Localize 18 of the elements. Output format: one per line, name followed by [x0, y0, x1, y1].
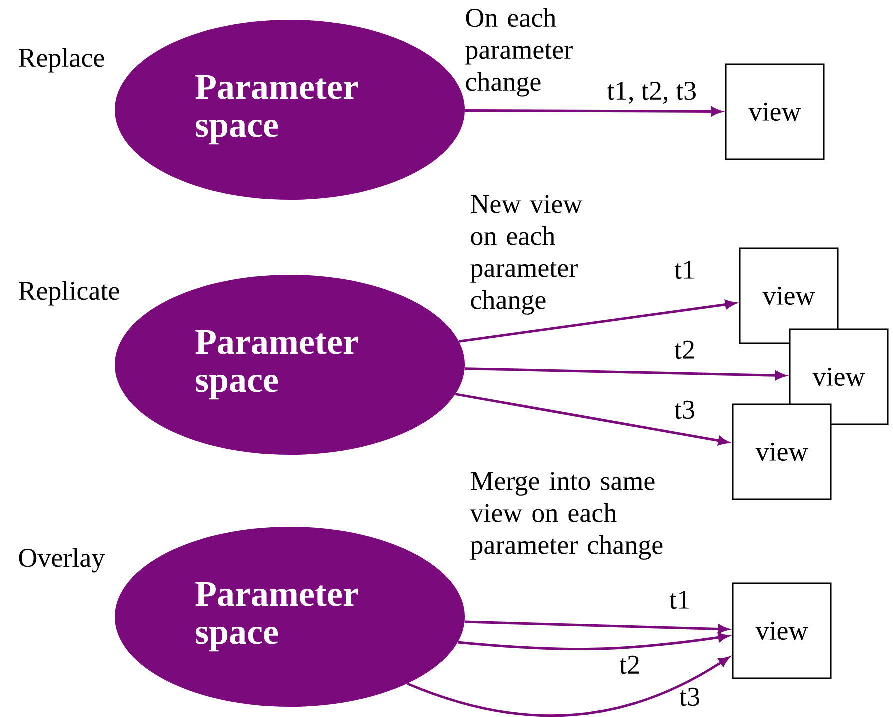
note-text: On each parameter change [466, 8, 573, 97]
view-box: view [732, 404, 832, 500]
view-box: view [789, 328, 889, 426]
edge-label: t3 [680, 688, 700, 706]
edge-label: t1 [674, 260, 694, 280]
view-box: view [725, 64, 825, 160]
edge-label: t2 [620, 656, 640, 674]
edge-label: t1, t2, t3 [607, 82, 696, 104]
arrow [407, 657, 730, 717]
view-box: view [739, 248, 839, 344]
arrow [464, 620, 729, 634]
note-text: New view on each parameter change [470, 195, 583, 315]
edge-label: t1 [670, 590, 689, 610]
arrow [465, 368, 786, 380]
note-text: Merge into same view on each parameter change [470, 472, 663, 560]
arrow [459, 300, 736, 343]
view-box: view [732, 582, 832, 680]
edge-label: t2 [674, 340, 694, 360]
